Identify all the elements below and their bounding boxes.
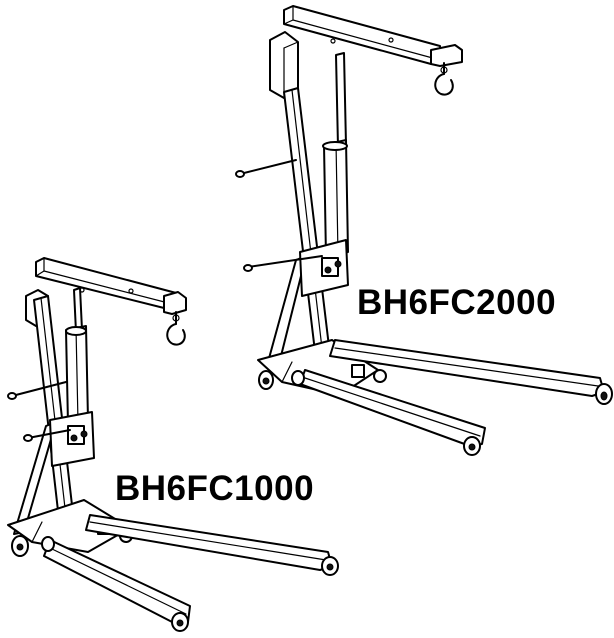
crane-small <box>7 257 339 632</box>
crane-small-pump <box>23 411 95 467</box>
crane-small-leg-left <box>43 539 191 632</box>
crane-large-rod <box>235 159 297 178</box>
crane-small-boom <box>35 257 187 315</box>
crane-large <box>235 5 613 456</box>
crane-small-ram <box>65 287 89 425</box>
crane-large-bracket <box>269 31 299 99</box>
crane-small-wheels <box>11 535 55 557</box>
crane-large-leg-right <box>329 339 613 405</box>
crane-large-pump <box>243 239 349 297</box>
crane-large-boom <box>283 5 463 67</box>
model-label-large: BH6FC2000 <box>357 283 557 322</box>
crane-large-ram <box>322 52 349 258</box>
crane-large-wheels <box>258 370 305 390</box>
crane-small-leg-right <box>85 514 339 576</box>
crane-large-leg-left <box>299 369 486 456</box>
model-label-small: BH6FC1000 <box>115 469 315 508</box>
crane-large-hook <box>434 62 454 96</box>
crane-small-rod <box>7 381 67 400</box>
crane-small-hook <box>166 311 186 346</box>
